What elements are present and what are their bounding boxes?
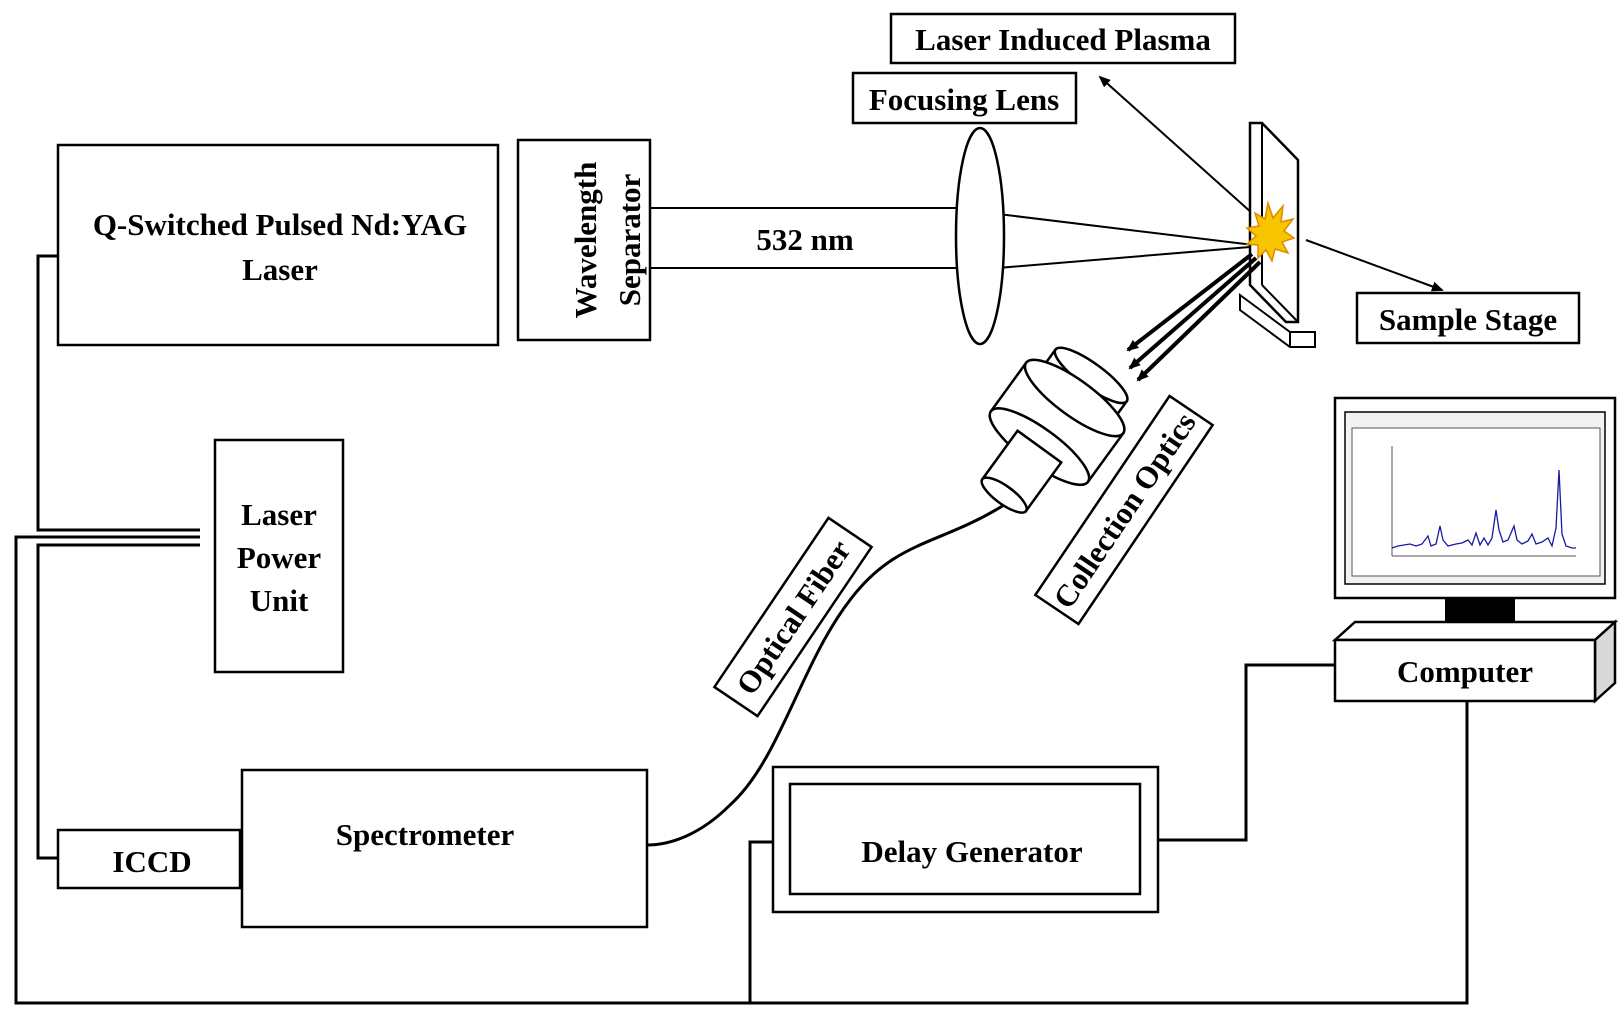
sample-stage-label: Sample Stage	[1379, 302, 1557, 337]
power-unit-label-line2: Power	[237, 540, 322, 575]
computer: Computer	[1331, 396, 1619, 704]
wavelength-separator-label-line1: Wavelength	[568, 162, 603, 319]
spectrometer-label: Spectrometer	[336, 817, 515, 852]
laser-label-line1: Q-Switched Pulsed Nd:YAG	[93, 207, 467, 242]
optical-fiber	[646, 503, 1005, 847]
emission-arrows	[1126, 252, 1262, 382]
focusing-lens-label: Focusing Lens	[869, 82, 1059, 117]
monitor-screen	[1351, 427, 1601, 577]
wavelength-separator-box: Wavelength Separator	[516, 138, 652, 342]
collection-optics	[980, 346, 1129, 514]
plasma-callout: Laser Induced Plasma	[889, 12, 1263, 223]
computer-label: Computer	[1397, 654, 1533, 689]
spectrometer-box: Spectrometer	[240, 768, 649, 929]
laser-induced-plasma-label: Laser Induced Plasma	[915, 22, 1211, 57]
iccd-box: ICCD	[56, 828, 242, 890]
laser-power-unit: Laser Power Unit	[213, 438, 345, 674]
plasma-burst	[1245, 200, 1296, 264]
spectrum-plot-thumbnail	[1391, 446, 1576, 557]
wavelength-label: 532 nm	[756, 222, 853, 257]
laser-beam: 532 nm	[650, 207, 1263, 269]
focusing-lens	[954, 126, 1006, 346]
laser-box: Q-Switched Pulsed Nd:YAG Laser	[56, 143, 500, 347]
computer-base-front	[1333, 638, 1597, 703]
sample-stage-callout: Sample Stage	[1305, 239, 1581, 345]
focusing-lens-callout: Focusing Lens	[851, 71, 1078, 125]
computer-base-top	[1331, 620, 1619, 642]
wiring	[14, 254, 1469, 1005]
monitor-stand	[1445, 598, 1515, 624]
laser-label-line2: Laser	[242, 252, 318, 287]
power-unit-label-line3: Unit	[250, 583, 309, 618]
delay-generator-box: Delay Generator	[771, 765, 1160, 914]
delay-generator-label: Delay Generator	[861, 834, 1082, 869]
optical-fiber-label-box: Optical Fiber	[712, 516, 874, 718]
wavelength-separator-label-line2: Separator	[612, 173, 647, 306]
power-unit-label-line1: Laser	[241, 497, 317, 532]
iccd-label: ICCD	[112, 844, 191, 879]
